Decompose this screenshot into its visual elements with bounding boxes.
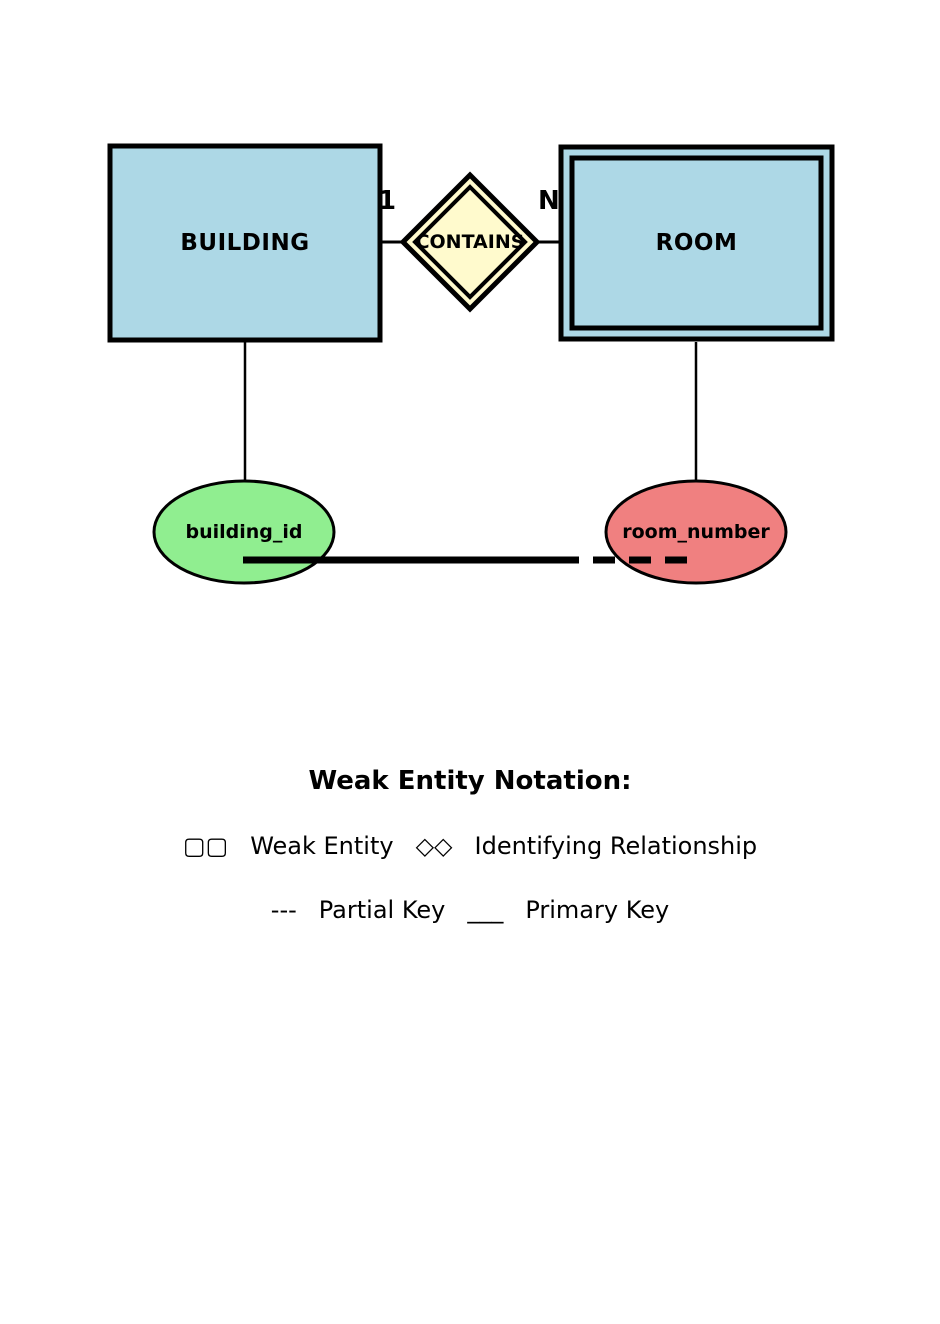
attribute-building-id-label: building_id bbox=[185, 521, 303, 543]
partial-key-icon: --- bbox=[270, 896, 297, 924]
identifying-relationship-legend-label: Identifying Relationship bbox=[474, 832, 758, 860]
entity-building[interactable] bbox=[107, 143, 383, 343]
cardinality-one: 1 bbox=[378, 186, 397, 216]
identifying-relationship-icon: ◇◇ bbox=[415, 832, 453, 860]
entity-room-inner-border bbox=[569, 155, 824, 331]
primary-key-legend-label: Primary Key bbox=[525, 896, 670, 924]
relationship-contains-inner-diamond bbox=[412, 184, 528, 300]
primary-key-icon: ___ bbox=[467, 896, 504, 924]
weak-entity-legend-label: Weak Entity bbox=[250, 832, 394, 860]
legend-row-keys: --- Partial Key ___ Primary Key bbox=[0, 896, 940, 924]
weak-entity-icon: ▢▢ bbox=[182, 832, 229, 860]
partial-key-legend-label: Partial Key bbox=[318, 896, 446, 924]
attribute-room-number-label: room_number bbox=[622, 521, 770, 543]
legend-row-shapes: ▢▢ Weak Entity ◇◇ Identifying Relationship bbox=[0, 832, 940, 860]
legend-title: Weak Entity Notation: bbox=[308, 766, 632, 796]
relationship-contains-label: CONTAINS bbox=[415, 231, 525, 253]
cardinality-many: N bbox=[538, 186, 560, 216]
